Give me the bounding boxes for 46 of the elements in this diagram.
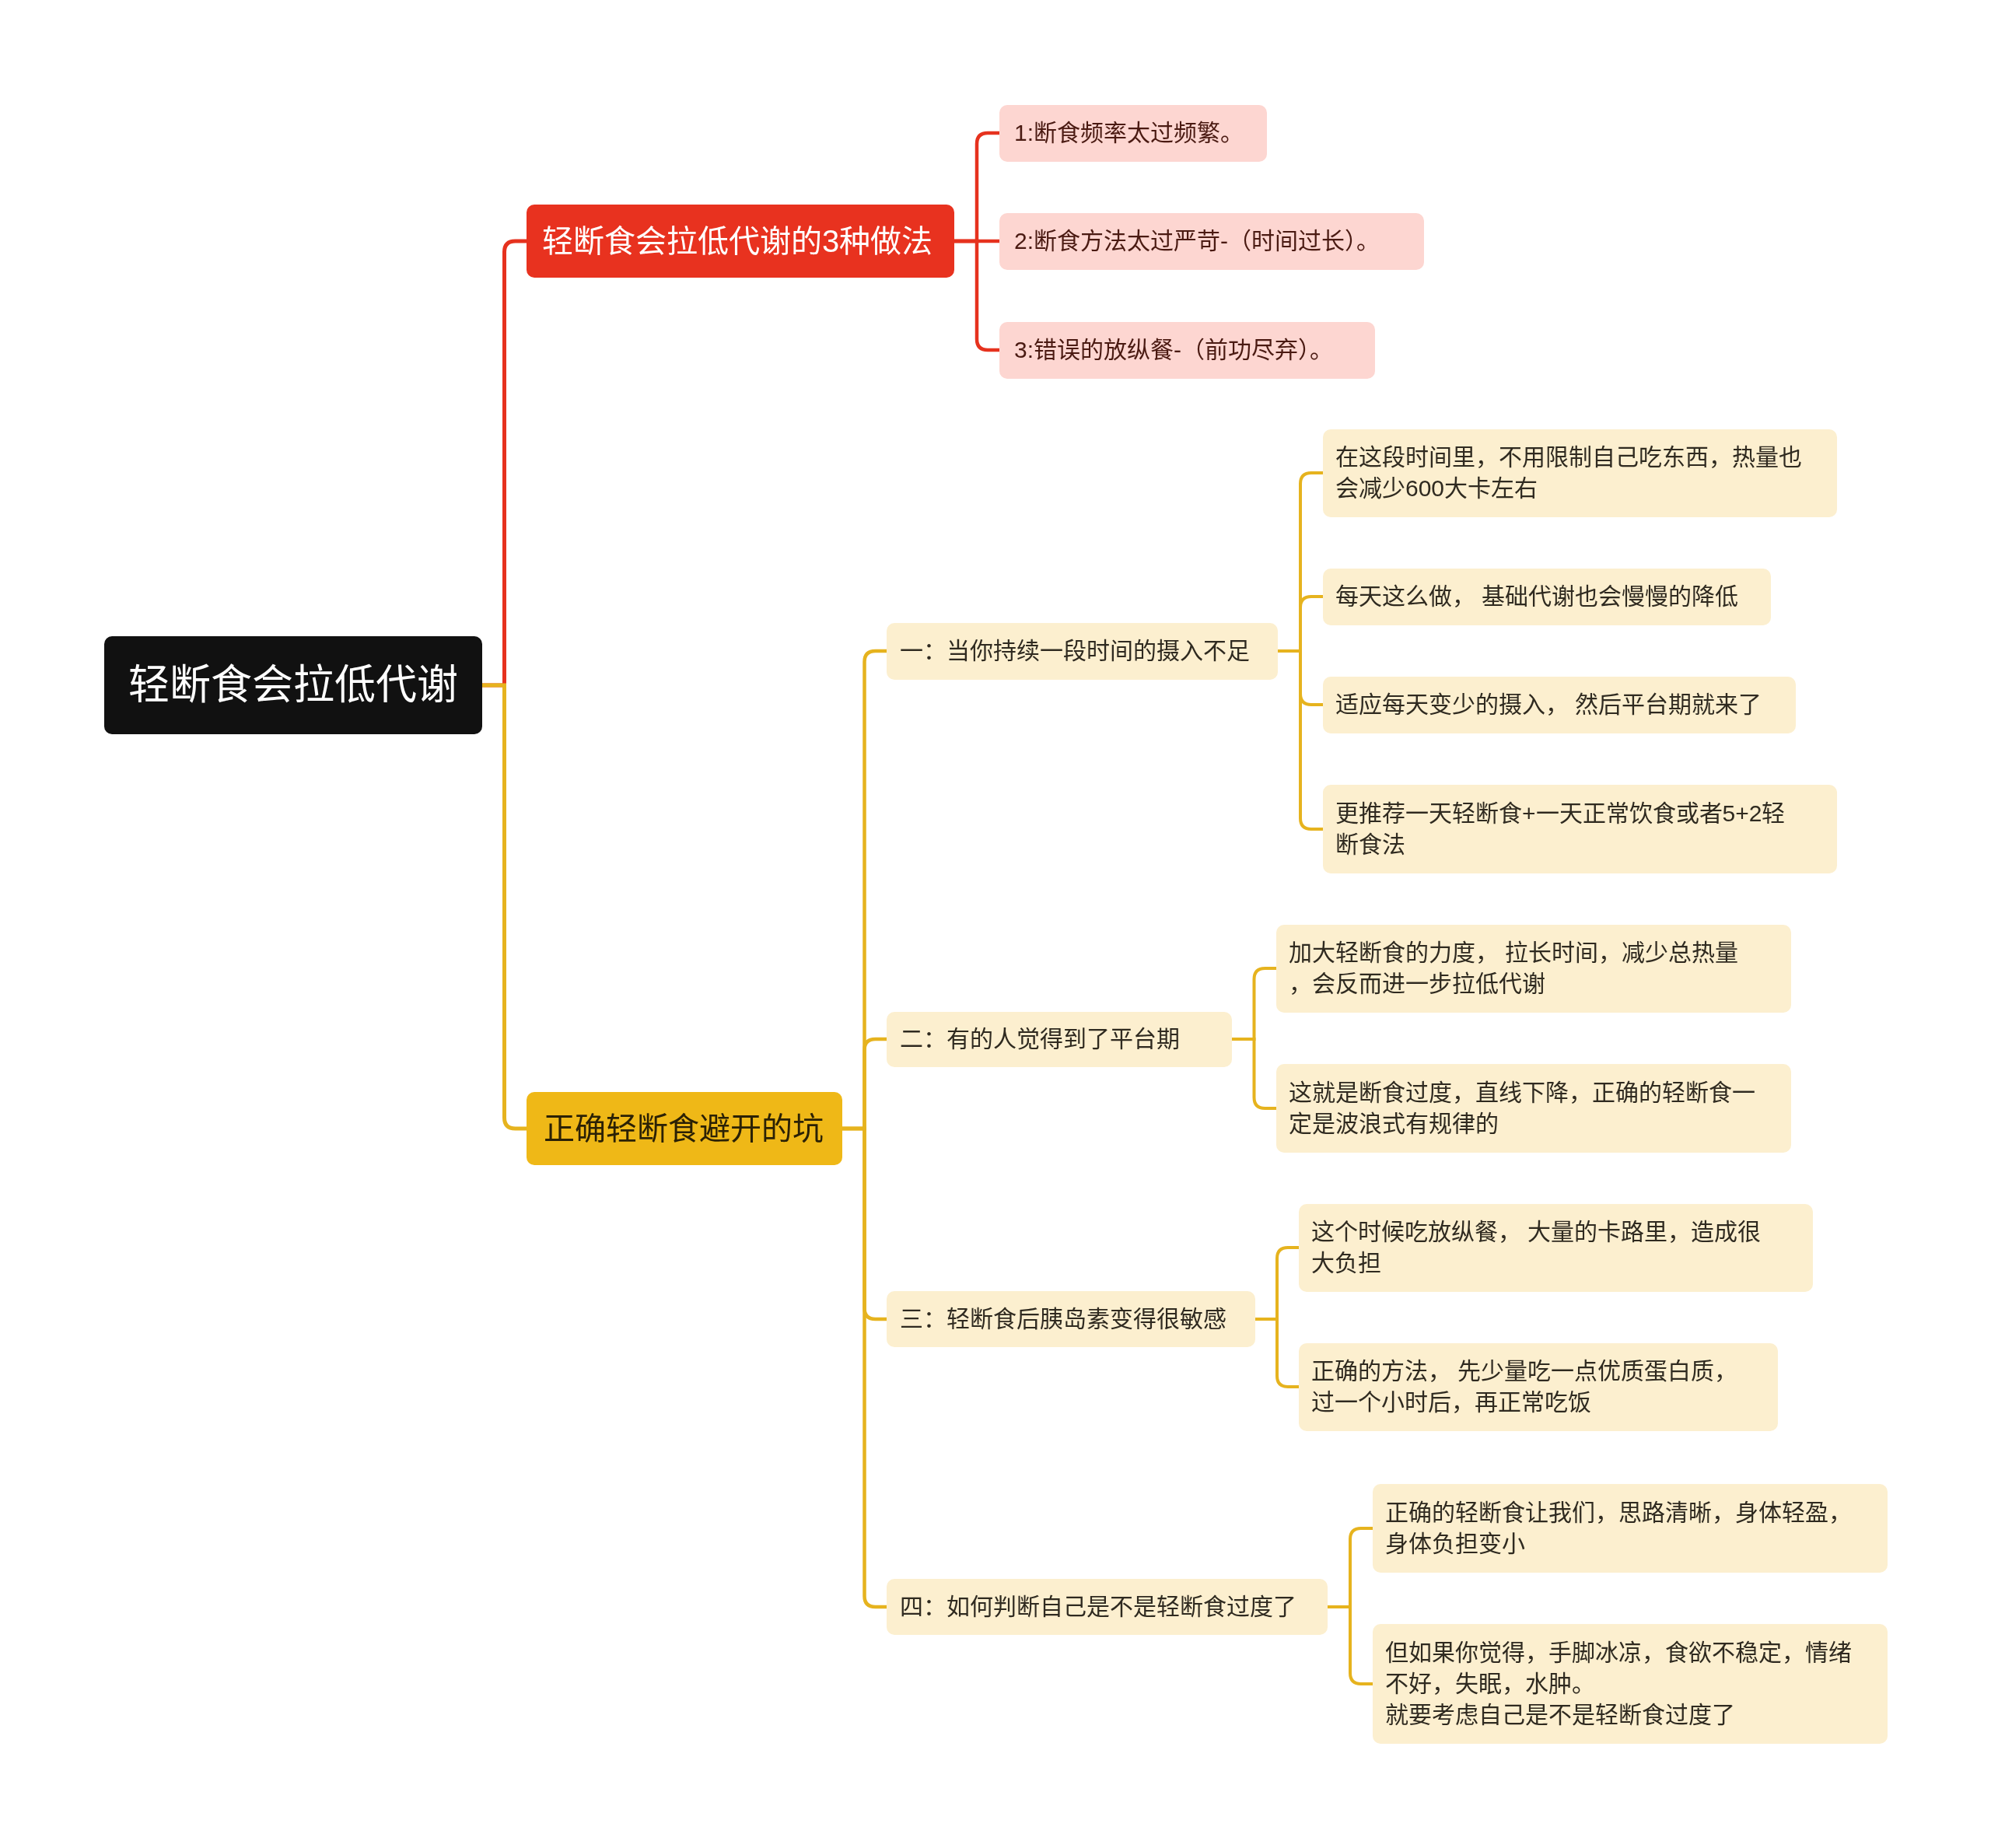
note-text: 就要考虑自己是不是轻断食过度了 [1385, 1701, 1736, 1729]
note-text: 每天这么做， 基础代谢也会慢慢的降低 [1335, 583, 1739, 611]
note-box [1276, 924, 1791, 1013]
topic-text: 2:断食方法太过严苛-（时间过长）。 [1014, 227, 1380, 255]
topic-text: 一：当你持续一段时间的摄入不足 [900, 637, 1250, 665]
note-text: 加大轻断食的力度， 拉长时间，减少总热量，会反而进一步拉低代谢 [1289, 939, 1740, 998]
note-box [1323, 568, 1771, 625]
subtopic-box [887, 1011, 1232, 1067]
note-text: 在这段时间里，不用限制自己吃东西，热量也会减少600大卡左右 [1335, 443, 1803, 502]
topic-text: 二：有的人觉得到了平台期 [900, 1025, 1180, 1053]
subtopic-box [887, 1291, 1255, 1347]
connector-line [482, 683, 527, 1131]
note-box [1276, 1064, 1791, 1153]
topic-text: 轻断食会拉低代谢 [128, 661, 458, 709]
note-box [1373, 1624, 1888, 1744]
note-text: 但如果你觉得，手脚冰凉，食欲不稳定，情绪不好，失眠，水肿。 [1385, 1639, 1853, 1698]
topic-text: 轻断食会拉低代谢的3种做法 [542, 223, 933, 260]
subtopic-box [999, 104, 1267, 162]
topic-text: 3:错误的放纵餐-（前功尽弃）。 [1014, 336, 1333, 364]
subtopic-box [887, 1579, 1328, 1635]
connector-line [1255, 1318, 1299, 1388]
subtopic-box [887, 622, 1278, 680]
note-box [1323, 676, 1796, 733]
note-text: 适应每天变少的摄入， 然后平台期就来了 [1335, 691, 1762, 719]
subtopic-box [999, 212, 1424, 270]
subtopic-box [999, 321, 1375, 379]
central-topic-box [104, 636, 482, 734]
note-box [1323, 785, 1837, 873]
topic-text: 三：轻断食后胰岛素变得很敏感 [900, 1305, 1226, 1333]
connector-line [954, 239, 999, 352]
topic-text: 四：如何判断自己是不是轻断食过度了 [900, 1593, 1296, 1621]
note-text: 这个时候吃放纵餐， 大量的卡路里，造成很大负担 [1311, 1218, 1762, 1277]
main-topic-box [527, 1092, 842, 1165]
note-box [1373, 1484, 1888, 1573]
connector-line [1232, 1038, 1276, 1110]
main-topic-box [527, 205, 954, 278]
connector-line [842, 1126, 887, 1609]
note-box [1299, 1203, 1813, 1292]
topic-text: 正确轻断食避开的坑 [544, 1111, 824, 1147]
note-text: 这就是断食过度，直线下降，正确的轻断食一定是波浪式有规律的 [1289, 1079, 1756, 1138]
note-text: 更推荐一天轻断食+一天正常饮食或者5+2轻断食法 [1335, 800, 1786, 859]
note-text: 正确的方法， 先少量吃一点优质蛋白质，过一个小时后，再正常吃饭 [1311, 1357, 1739, 1416]
note-box [1323, 429, 1837, 517]
note-text: 正确的轻断食让我们，思路清晰，身体轻盈，身体负担变小 [1385, 1499, 1853, 1558]
note-box [1299, 1342, 1778, 1431]
topic-text: 1:断食频率太过频繁。 [1014, 119, 1244, 147]
